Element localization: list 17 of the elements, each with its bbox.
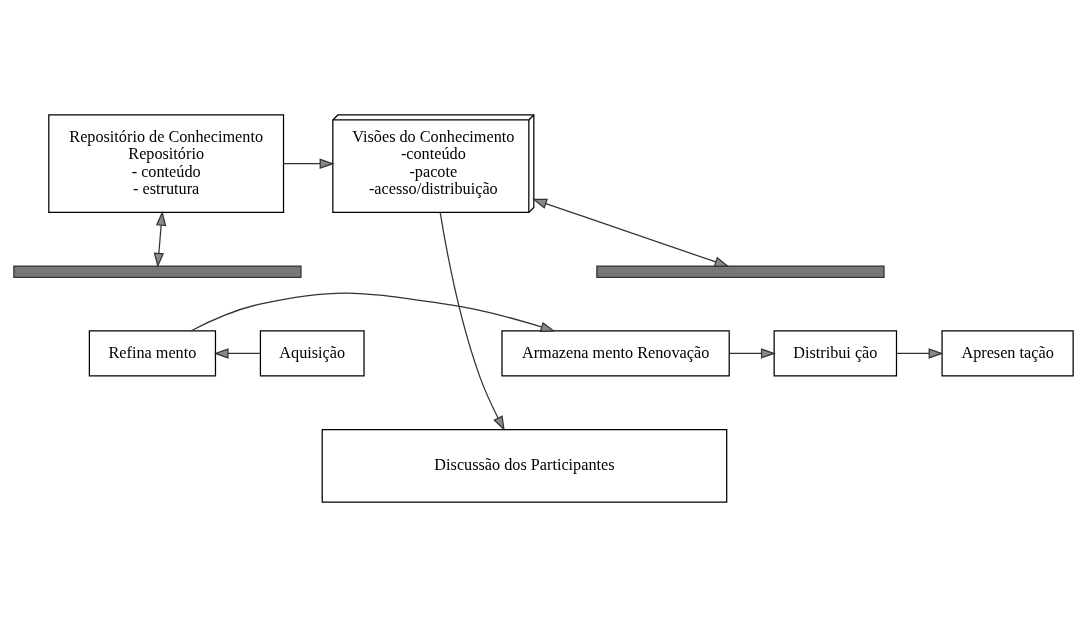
arrow — [153, 210, 167, 268]
arrow — [190, 292, 556, 332]
arrow — [282, 158, 335, 169]
arrow — [213, 348, 261, 359]
arrow — [895, 348, 944, 359]
arrow — [439, 211, 505, 431]
node-box: Armazena mento Renovação — [501, 330, 730, 377]
node-bar — [13, 265, 302, 278]
arrow — [728, 348, 776, 359]
node-bar — [596, 265, 885, 278]
node-box: Refina mento — [88, 330, 217, 377]
node-box: Apresen tação — [941, 330, 1074, 377]
node-box: Discussão dos Participantes — [321, 428, 728, 503]
node-box: Distribui ção — [773, 330, 898, 377]
node-box: Repositório de Conhecimento Repositório - conteúdo - estrutura — [48, 114, 285, 213]
arrow — [532, 198, 730, 267]
node-box: Aquisição — [259, 330, 365, 377]
